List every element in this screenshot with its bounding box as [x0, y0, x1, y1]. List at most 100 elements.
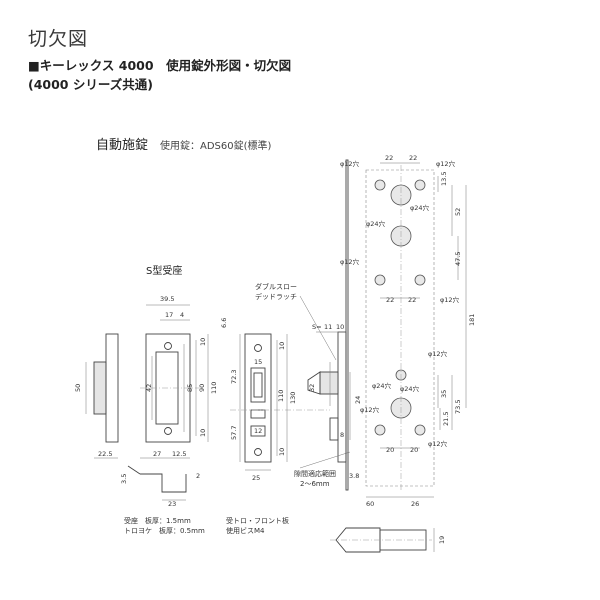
latch-label-1: ダブルスロー [255, 282, 297, 291]
strike-screw-bottom [164, 427, 172, 435]
dim-19: 19 [438, 536, 446, 544]
latch-label-2: デッドラッチ [255, 292, 297, 301]
strike-material-note: 受座 板厚：1.5mm [124, 516, 191, 525]
dim-21-5: 21.5 [442, 412, 450, 426]
dim-39-5: 39.5 [160, 295, 174, 303]
hole-12-top-right [414, 179, 426, 191]
dim-mid-22-b: 22 [408, 296, 416, 304]
strike-plate-side [105, 333, 119, 443]
label-hole-24-b: φ24穴 [410, 203, 430, 212]
label-hole-24-c: φ24穴 [372, 381, 392, 390]
dim-bot-20-b: 20 [410, 446, 418, 454]
label-hole-12-c: φ12穴 [340, 257, 360, 266]
front-trigger-slot [250, 409, 266, 419]
dim-24: 24 [354, 396, 362, 404]
dim-130: 130 [289, 392, 297, 404]
label-hole-12-g: φ12穴 [428, 439, 448, 448]
latch-trigger [329, 417, 339, 441]
dim-90: 90 [198, 384, 206, 392]
dim-27: 27 [153, 450, 161, 458]
latch-bolt [319, 371, 339, 395]
label-hole-24-d: φ24穴 [400, 384, 420, 393]
dim-181: 181 [468, 314, 476, 326]
strike-screw-top [164, 342, 172, 350]
front-plate-drawing: 6.6 72.3 57.7 15 12 25 10 10 110 130 [220, 318, 330, 482]
hole-12-mid-left [374, 274, 386, 286]
dim-top-22-a: 22 [385, 154, 393, 162]
front-latch-inner [253, 372, 263, 398]
strike-plate-drawing: 39.5 17 4 50 42 85 90 110 10 10 22.5 27 … [74, 295, 218, 508]
latch-bolt-tip [307, 371, 321, 395]
dim-42: 42 [145, 384, 153, 392]
dim-85: 85 [186, 384, 194, 392]
front-screw-bottom [254, 448, 262, 456]
gap-range-value: 2〜6mm [300, 480, 330, 488]
front-screw-top [254, 344, 262, 352]
dim-110-b: 110 [277, 390, 285, 402]
dim-10-d: 10 [278, 448, 286, 456]
gap-range-label: 隙間適応範囲 [294, 469, 336, 478]
dim-22-5: 22.5 [98, 450, 112, 458]
dim-3-8: 3.8 [349, 472, 359, 480]
label-hole-24-a: φ24穴 [366, 219, 386, 228]
subtitle-line-1: ■キーレックス 4000 使用錠外形図・切欠図 [28, 58, 292, 73]
subtitle-line-2: (4000 シリーズ共通) [28, 77, 153, 92]
front-plate-note-2: 使用ビスM4 [226, 526, 265, 535]
dim-25: 25 [252, 474, 260, 482]
hole-12-mid-right [414, 274, 426, 286]
dim-s-label: S= [312, 323, 322, 331]
dim-47-5: 47.5 [454, 252, 462, 266]
dim-17: 17 [165, 311, 173, 319]
dim-top-22-b: 22 [409, 154, 417, 162]
dim-10-a: 10 [199, 338, 207, 346]
dim-6-6: 6.6 [220, 318, 228, 328]
dim-26: 26 [411, 500, 419, 508]
dim-50: 50 [74, 384, 82, 392]
dim-8: 8 [340, 431, 344, 439]
dim-10-e: 10 [336, 323, 344, 331]
dim-15: 15 [254, 358, 262, 366]
hole-12-bottom-left [374, 424, 386, 436]
cutout-outline [365, 169, 435, 487]
front-small-slot [250, 425, 266, 437]
dim-35: 35 [440, 390, 448, 398]
dim-60: 60 [366, 500, 374, 508]
door-edge-line [345, 159, 349, 491]
label-hole-12-d: φ12穴 [440, 295, 460, 304]
dim-72-3: 72.3 [230, 370, 238, 384]
dim-57-7: 57.7 [230, 426, 238, 440]
strike-title: S型受座 [146, 266, 183, 277]
dim-4: 4 [180, 311, 184, 319]
label-hole-12-a: φ12穴 [340, 159, 360, 168]
dim-mid-22-a: 22 [386, 296, 394, 304]
section-title: 自動施錠 [96, 138, 149, 153]
latch-side-drawing: S= 11 10 32 24 8 3.8 [299, 295, 362, 480]
dim-52: 52 [454, 208, 462, 216]
dim-32: 32 [308, 384, 316, 392]
dim-12-5: 12.5 [172, 450, 186, 458]
latch-front-plate [337, 331, 347, 463]
page-title: 切欠図 [28, 28, 89, 50]
dim-23: 23 [168, 500, 176, 508]
dim-11: 11 [324, 323, 332, 331]
front-latch-slot [250, 367, 266, 403]
dim-110: 110 [210, 382, 218, 394]
door-cutout-drawing: 22 22 13.5 52 47.5 181 22 22 35 73.5 21.… [340, 154, 476, 508]
strike-clip-section [140, 473, 187, 493]
dim-12: 12 [254, 427, 262, 435]
dim-73-5: 73.5 [454, 400, 462, 414]
dim-3-5: 3.5 [120, 474, 128, 484]
hole-12-bottom-right [414, 424, 426, 436]
label-hole-12-f: φ12穴 [360, 405, 380, 414]
dim-13-5: 13.5 [440, 172, 448, 186]
latch-case-drawing: 19 [330, 527, 446, 553]
strike-torayoke-note: トロヨケ 板厚：0.5mm [124, 526, 205, 535]
front-plate-outline [244, 333, 272, 463]
strike-box-side [93, 361, 107, 415]
dim-2: 2 [196, 472, 200, 480]
dim-10-c: 10 [278, 342, 286, 350]
label-hole-12-b: φ12穴 [436, 159, 456, 168]
front-plate-note-1: 受トロ・フロント板 [226, 516, 289, 525]
dim-10-b: 10 [199, 429, 207, 437]
